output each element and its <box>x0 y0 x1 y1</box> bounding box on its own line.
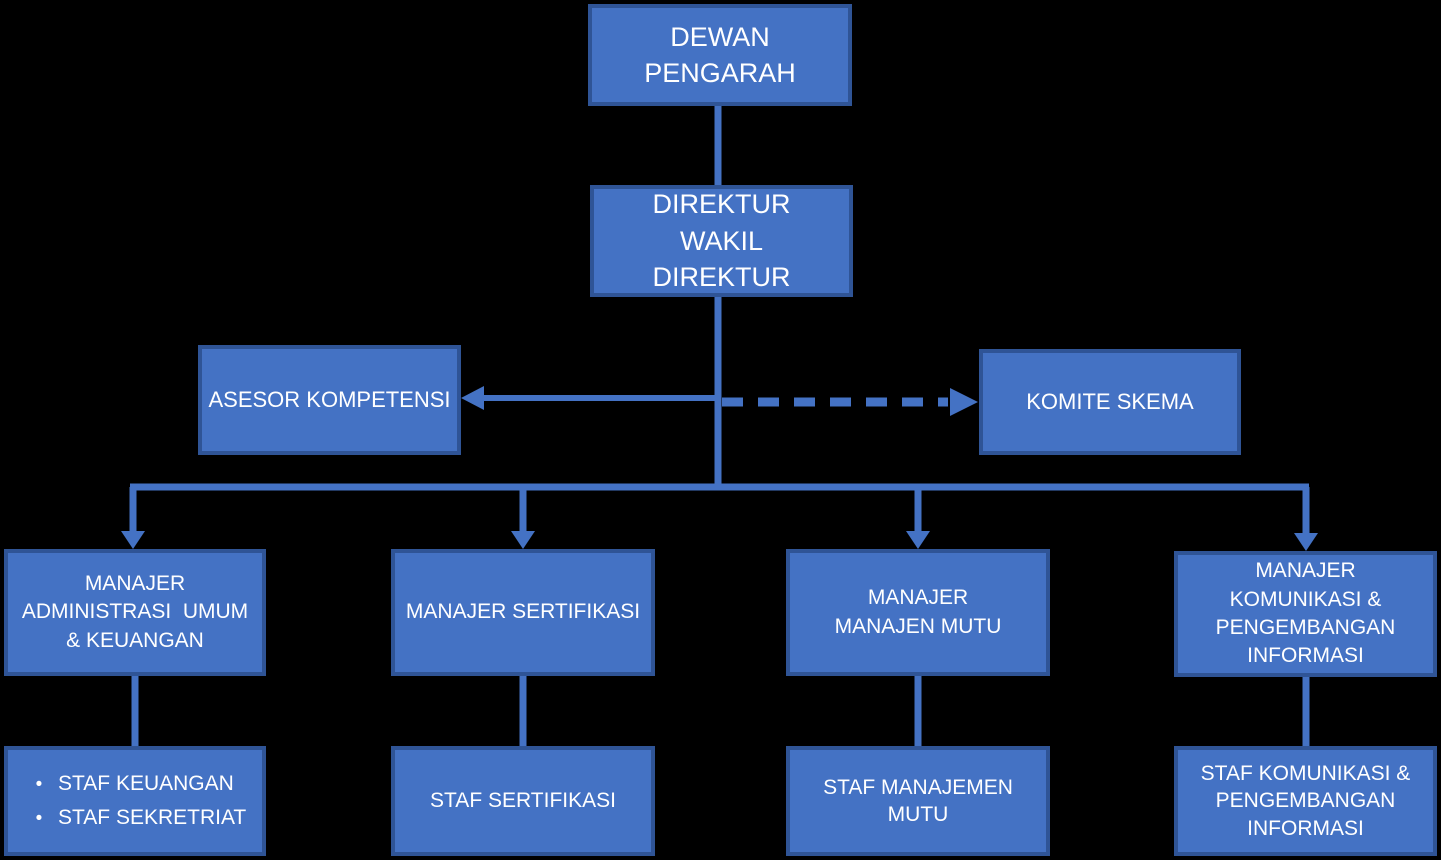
node-label: PENGARAH <box>644 58 796 88</box>
node-label: DEWAN <box>670 21 770 52</box>
node-staf-komunikasi-pengembangan-informasi: STAF KOMUNIKASI & PENGEMBANGAN INFORMASI <box>1174 746 1437 856</box>
bullet-icon: • <box>35 774 43 796</box>
node-label: MANAJEN MUTU <box>834 614 1002 638</box>
arrowhead-down-icon <box>1294 533 1318 551</box>
node-staf-sertifikasi: STAF SERTIFIKASI <box>391 746 655 856</box>
arrowhead-down-icon <box>511 531 535 549</box>
node-label: MANAJER <box>867 586 969 610</box>
node-label: PENGEMBANGAN <box>1215 789 1396 813</box>
node-label: PENGEMBANGAN <box>1215 616 1396 639</box>
node-label: KOMITE SKEMA <box>1026 388 1194 414</box>
node-manajer-administrasi-umum-keuangan: MANAJER ADMINISTRASI UMUM & KEUANGAN <box>4 549 266 676</box>
node-label: DIREKTUR <box>652 189 791 220</box>
node-staf-keuangan-sekretriat: • STAF KEUANGAN • STAF SEKRETRIAT <box>4 746 266 856</box>
node-label: INFORMASI <box>1247 816 1364 840</box>
list-item: • STAF SEKRETRIAT <box>20 801 247 835</box>
node-label: & KEUANGAN <box>66 628 204 652</box>
node-label: MANAJER <box>84 571 186 595</box>
node-direktur-wakil-direktur: DIREKTUR WAKIL DIREKTUR <box>590 185 853 297</box>
arrowhead-down-icon <box>906 531 930 549</box>
node-label: STAF SEKRETRIAT <box>58 806 247 829</box>
node-label: DIREKTUR <box>652 262 791 293</box>
node-label: WAKIL <box>679 225 764 256</box>
node-manajer-komunikasi-pengembangan-informasi: MANAJER KOMUNIKASI & PENGEMBANGAN INFORM… <box>1174 551 1437 677</box>
node-label: MANAJER <box>1255 559 1356 583</box>
node-label: INFORMASI <box>1247 644 1364 668</box>
node-manajer-sertifikasi: MANAJER SERTIFIKASI <box>391 549 655 676</box>
bullet-icon: • <box>35 808 43 829</box>
node-komite-skema: KOMITE SKEMA <box>979 349 1241 455</box>
arrowhead-down-icon <box>121 531 145 549</box>
node-label: ASESOR KOMPETENSI <box>208 386 451 412</box>
node-dewan-pengarah: DEWAN PENGARAH <box>588 4 852 106</box>
arrowhead-left-icon <box>461 386 484 410</box>
node-label: ADMINISTRASI UMUM <box>21 600 249 624</box>
node-label: STAF SERTIFIKASI <box>430 789 616 813</box>
node-label: MANAJER SERTIFIKASI <box>405 600 641 624</box>
node-asesor-kompetensi: ASESOR KOMPETENSI <box>198 345 461 455</box>
node-label: STAF KEUANGAN <box>58 772 234 796</box>
node-manajer-manajen-mutu: MANAJER MANAJEN MUTU <box>786 549 1050 676</box>
node-label: MUTU <box>887 803 949 826</box>
node-label: STAF KOMUNIKASI & <box>1200 762 1411 786</box>
node-label: KOMUNIKASI & <box>1229 587 1382 611</box>
list-item: • STAF KEUANGAN <box>20 767 234 801</box>
node-label: STAF MANAJEMEN <box>823 775 1013 799</box>
node-staf-manajemen-mutu: STAF MANAJEMEN MUTU <box>786 746 1050 856</box>
arrowhead-right-icon <box>950 388 978 416</box>
